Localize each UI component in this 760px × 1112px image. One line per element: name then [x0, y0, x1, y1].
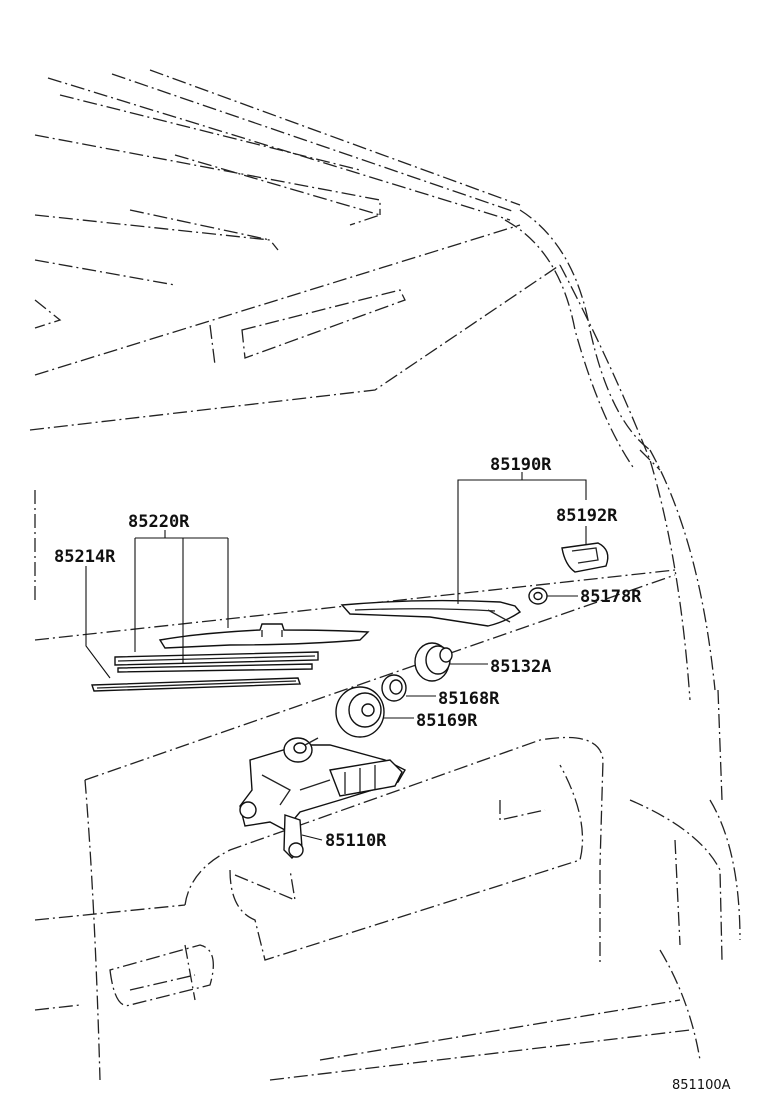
wiper-rubber-85214R — [91, 677, 301, 692]
label-85220R: 85220R — [128, 512, 190, 532]
label-85178R: 85178R — [580, 587, 642, 607]
nut-85178R — [528, 587, 548, 605]
label-85190R: 85190R — [490, 455, 552, 475]
figure-code: 851100A — [672, 1078, 731, 1093]
arm-cap-85192R — [561, 542, 609, 573]
wiper-arm-85190R — [340, 599, 522, 627]
label-85192R: 85192R — [556, 506, 618, 526]
wiper-motor-85110R — [239, 737, 406, 859]
label-85214R: 85214R — [54, 547, 116, 567]
pivot-85132A — [414, 642, 453, 682]
leader-lines — [85, 472, 587, 841]
grommet-85169R — [335, 686, 385, 738]
washer-85168R — [381, 674, 407, 702]
label-85110R: 85110R — [325, 831, 387, 851]
label-85169R: 85169R — [416, 711, 478, 731]
vehicle-body-outline — [29, 69, 741, 1081]
label-85132A: 85132A — [490, 657, 551, 677]
part-labels: 85190R 85192R 85178R 85220R 85214R 85132… — [54, 455, 731, 1093]
wiper-blade-85220R — [114, 623, 370, 673]
label-85168R: 85168R — [438, 689, 500, 709]
